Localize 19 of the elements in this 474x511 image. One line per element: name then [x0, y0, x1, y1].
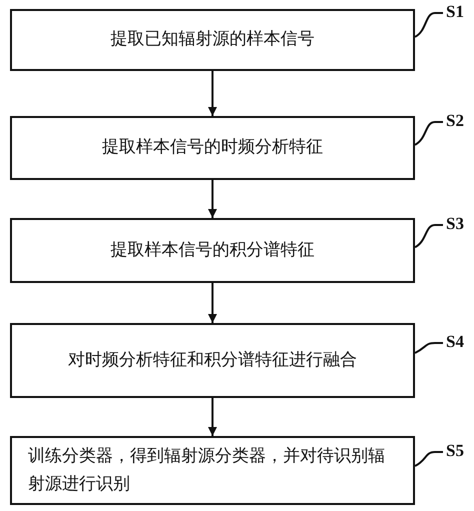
arrow — [208, 398, 217, 436]
step-label: S4 — [446, 332, 464, 352]
arrow — [208, 283, 217, 323]
process-box: 训练分类器，得到辐射源分类器，并对待识别辐射源进行识别 — [10, 436, 415, 505]
leader-line — [414, 121, 443, 146]
step-label: S3 — [446, 214, 464, 234]
process-box: 提取样本信号的积分谱特征 — [10, 218, 415, 283]
process-box: 提取样本信号的时频分析特征 — [10, 116, 415, 180]
step-label: S2 — [446, 111, 464, 131]
process-box: 对时频分析特征和积分谱特征进行融合 — [10, 323, 415, 398]
process-box: 提取已知辐射源的样本信号 — [10, 9, 415, 71]
arrow — [208, 71, 217, 116]
step-label: S1 — [446, 2, 464, 22]
leader-line — [414, 342, 443, 354]
leader-line — [414, 224, 443, 248]
arrow — [208, 180, 217, 218]
leader-line — [414, 451, 443, 467]
leader-line — [414, 12, 443, 38]
step-label: S5 — [446, 441, 464, 461]
